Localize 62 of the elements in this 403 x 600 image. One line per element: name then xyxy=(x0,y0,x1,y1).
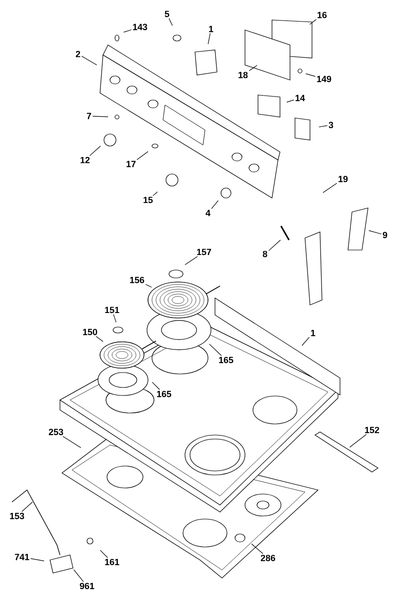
leader-line xyxy=(100,550,108,558)
callout-number: 2 xyxy=(76,50,80,58)
leader-line xyxy=(184,256,198,265)
leader-line xyxy=(123,29,132,32)
callout-number: 961 xyxy=(80,582,94,590)
leader-line xyxy=(248,65,258,72)
callout-number: 1 xyxy=(209,26,214,32)
callout-number: 151 xyxy=(105,306,120,314)
callout-number: 149 xyxy=(317,76,332,82)
leader-line xyxy=(62,436,82,448)
callout-number: 143 xyxy=(133,24,148,30)
callout-number: 161 xyxy=(105,558,120,566)
leader-line xyxy=(318,125,328,128)
leader-line xyxy=(96,336,104,342)
callout-number: 14 xyxy=(296,94,305,102)
leader-line xyxy=(209,344,222,356)
leader-line xyxy=(251,544,264,554)
callout-number: 156 xyxy=(130,276,144,284)
leader-line xyxy=(92,116,108,118)
callout-number: 12 xyxy=(80,156,90,164)
leader-line xyxy=(113,314,116,323)
callout-number: 157 xyxy=(197,248,212,256)
callout-number: 18 xyxy=(238,72,248,78)
leader-line xyxy=(168,18,173,26)
leader-line xyxy=(322,182,338,193)
leader-line xyxy=(286,100,294,102)
leader-line xyxy=(310,19,317,25)
callout-number: 1 xyxy=(311,330,316,336)
leader-line xyxy=(211,200,218,210)
callout-number: 3 xyxy=(328,122,334,128)
leader-line xyxy=(81,56,98,66)
leader-line xyxy=(22,502,33,512)
callout-number: 741 xyxy=(14,554,30,560)
leader-line xyxy=(152,192,158,196)
leader-line xyxy=(302,336,310,346)
leader-line xyxy=(349,434,367,448)
callout-number: 152 xyxy=(365,426,380,434)
leader-line xyxy=(306,73,316,77)
callout-number: 17 xyxy=(126,160,136,168)
callout-number: 9 xyxy=(382,232,388,238)
leader-line xyxy=(136,151,148,160)
callout-number: 15 xyxy=(144,196,153,204)
leader-line xyxy=(152,382,160,390)
callout-number: 19 xyxy=(338,176,348,182)
callout-number: 8 xyxy=(262,250,268,258)
callout-number: 4 xyxy=(206,210,210,216)
leader-line xyxy=(145,284,152,288)
leader-line xyxy=(90,146,101,156)
leader-line xyxy=(208,32,210,44)
callout-number: 16 xyxy=(318,12,327,18)
leader-line xyxy=(368,230,382,234)
callout-number: 253 xyxy=(48,428,64,436)
callout-number: 150 xyxy=(83,328,98,336)
callout-number: 5 xyxy=(164,10,170,18)
callout-number: 165 xyxy=(219,356,234,364)
callout-number: 165 xyxy=(157,390,172,398)
callout-number: 286 xyxy=(260,554,276,562)
leader-line xyxy=(268,240,281,251)
leader-line xyxy=(74,569,84,582)
callout-number: 153 xyxy=(10,512,24,520)
callout-number: 7 xyxy=(86,112,92,120)
leader-line xyxy=(30,558,44,562)
